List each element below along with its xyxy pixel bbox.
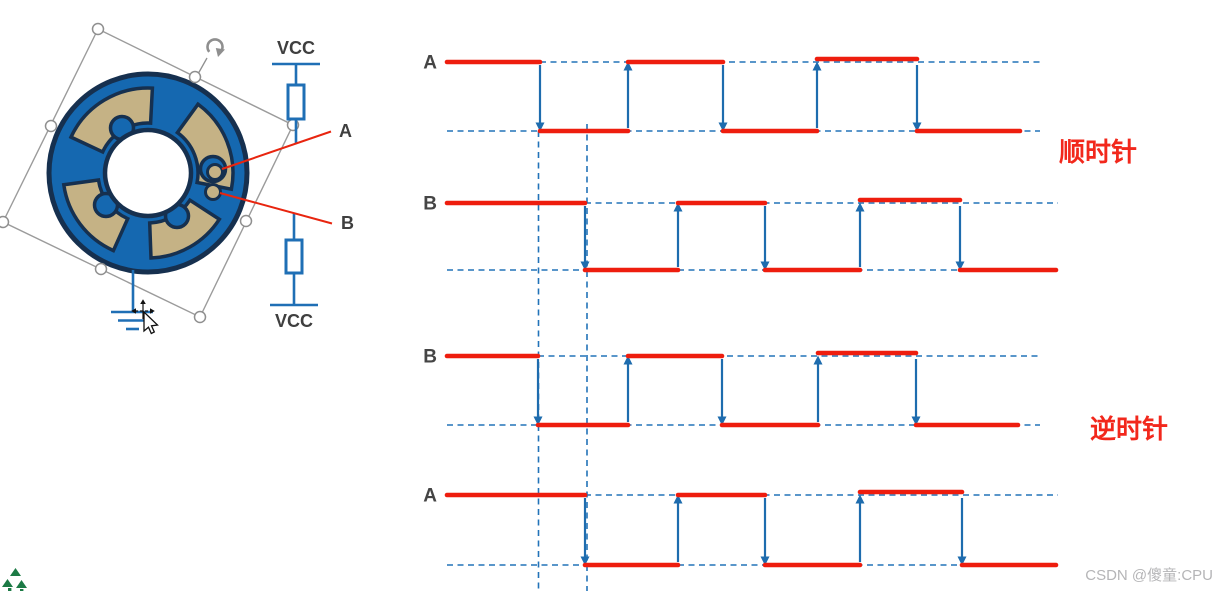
pointer-arrow (143, 310, 159, 335)
arrowhead-up-icon (813, 355, 823, 365)
selection-handles[interactable] (0, 22, 300, 324)
timing-diagram: A B B A (423, 53, 1059, 591)
selection-handle[interactable] (91, 22, 105, 36)
watermark: CSDN @傻童:CPU (1085, 566, 1213, 584)
callout-line-b (219, 192, 333, 225)
arrowhead-up-icon (623, 355, 633, 365)
arrowhead-down-icon (580, 556, 590, 566)
arrowhead-down-icon (718, 122, 728, 132)
arrowhead-down-icon (955, 261, 965, 271)
arrowhead-down-icon (535, 122, 545, 132)
selection-handle[interactable] (94, 262, 108, 276)
arrowhead-up-icon (855, 202, 865, 212)
selection-handle[interactable] (239, 214, 253, 228)
mouse-cursor (131, 299, 159, 335)
selection-handle[interactable] (188, 70, 202, 84)
arrowhead-up-icon (673, 202, 683, 212)
encoder-diagram: VCC VCC A B (0, 22, 354, 335)
arrowhead-up-icon (673, 494, 683, 504)
selection-handle[interactable] (44, 119, 58, 133)
selection-handle[interactable] (0, 215, 10, 229)
channel-label-clockwise-a: A (423, 53, 437, 74)
resistor-b (284, 238, 304, 275)
arrowhead-down-icon (760, 261, 770, 271)
clockwise-label: 顺时针 (1059, 137, 1137, 167)
arrowhead-down-icon (717, 416, 727, 426)
arrowhead-down-icon (580, 261, 590, 271)
pullup-circuit-b (270, 213, 318, 307)
selection-handle[interactable] (193, 310, 207, 324)
ground-symbol (111, 270, 153, 331)
vcc-top-label: VCC (277, 38, 315, 58)
channel-label-clockwise-b: B (423, 194, 437, 215)
arrowhead-down-icon (533, 416, 543, 426)
pullup-circuit-a (272, 62, 320, 143)
contact-b-label: B (341, 213, 354, 233)
contact-a-label: A (339, 121, 352, 141)
disc-hole (102, 127, 194, 219)
csdn-logo-fragment (2, 568, 27, 591)
arrowhead-up-icon (623, 61, 633, 71)
arrowhead-down-icon (760, 556, 770, 566)
contact-dot-b (204, 183, 222, 201)
channel-label-counterclockwise-a: A (423, 486, 437, 507)
arrowhead-down-icon (957, 556, 967, 566)
resistor-a (286, 83, 306, 121)
arrowhead-down-icon (912, 122, 922, 132)
arrowhead-up-icon (855, 494, 865, 504)
rotate-handle-icon[interactable] (197, 38, 225, 75)
contact-dot-a (206, 163, 224, 181)
encoder-disc[interactable] (46, 71, 250, 275)
counterclockwise-label: 逆时针 (1090, 414, 1168, 444)
vcc-bottom-label: VCC (275, 311, 313, 331)
arrowhead-up-icon (812, 61, 822, 71)
channel-label-counterclockwise-b: B (423, 347, 437, 368)
arrowhead-down-icon (911, 416, 921, 426)
callout-line-a (221, 130, 332, 170)
